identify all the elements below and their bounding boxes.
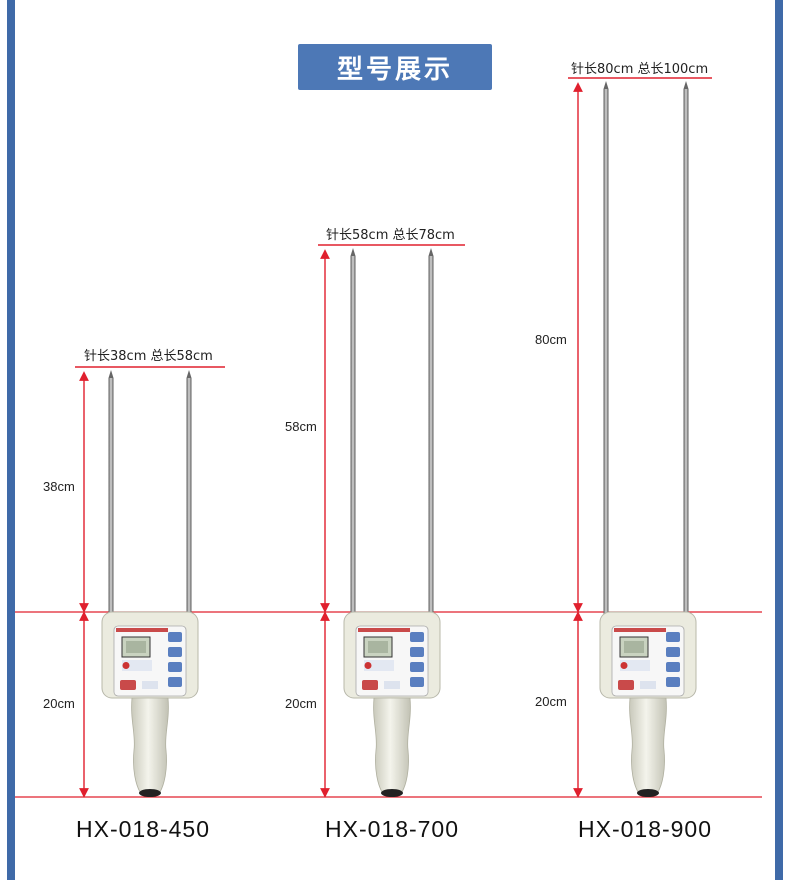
brand-logo: [620, 660, 650, 671]
power-key: [120, 680, 136, 690]
product-3-handle-label: 20cm: [535, 694, 567, 709]
meter-key: [168, 632, 182, 642]
probe-needle: [603, 89, 609, 620]
meter-key: [666, 647, 680, 657]
left-frame-bar: [7, 0, 15, 880]
instrument-3: [568, 77, 712, 798]
probe-needle: [108, 378, 114, 620]
product-2-needle-label: 58cm: [285, 419, 317, 434]
probe-needle: [350, 256, 356, 620]
probe-needle: [186, 378, 192, 620]
handle-end-cap: [139, 789, 161, 797]
devices: [75, 77, 712, 798]
needle-tip: [108, 370, 114, 378]
meter-key: [666, 677, 680, 687]
meter-key: [168, 677, 182, 687]
handle-end-cap: [637, 789, 659, 797]
brand-logo-mark: [122, 662, 130, 669]
brand-logo: [364, 660, 394, 671]
grip-handle: [629, 697, 667, 793]
product-3-needle-label: 80cm: [535, 332, 567, 347]
brand-logo-mark: [620, 662, 628, 669]
instrument-2: [318, 244, 465, 798]
product-2-model: HX-018-700: [325, 816, 460, 842]
meter-key: [666, 662, 680, 672]
probe-needle: [683, 89, 689, 620]
brand-logo-mark: [364, 662, 372, 669]
label-plate: [640, 681, 656, 689]
meter-key: [666, 632, 680, 642]
grip-handle: [373, 697, 411, 793]
meter-key: [168, 662, 182, 672]
product-1-handle-label: 20cm: [43, 696, 75, 711]
panel-header-strip: [614, 628, 666, 632]
grip-handle: [131, 697, 169, 793]
product-2-caption: 针长58cm 总长78cm: [326, 228, 455, 243]
needle-tip: [683, 81, 689, 89]
needle-tip: [428, 248, 434, 256]
panel-header-strip: [116, 628, 168, 632]
product-1-model: HX-018-450: [76, 816, 211, 842]
label-plate: [384, 681, 400, 689]
probe-needle: [428, 256, 434, 620]
meter-key: [168, 647, 182, 657]
meter-key: [410, 632, 424, 642]
needle-tip: [350, 248, 356, 256]
lcd-digits-area: [126, 641, 146, 653]
meter-key: [410, 677, 424, 687]
lcd-digits-area: [624, 641, 644, 653]
lcd-digits-area: [368, 641, 388, 653]
needle-tip: [603, 81, 609, 89]
power-key: [362, 680, 378, 690]
handle-end-cap: [381, 789, 403, 797]
product-2-handle-label: 20cm: [285, 696, 317, 711]
instrument-1: [75, 366, 225, 798]
panel-header-strip: [358, 628, 410, 632]
meter-key: [410, 647, 424, 657]
label-plate: [142, 681, 158, 689]
power-key: [618, 680, 634, 690]
product-1-caption: 针长38cm 总长58cm: [84, 349, 213, 364]
meter-key: [410, 662, 424, 672]
product-3-caption: 针长80cm 总长100cm: [571, 62, 709, 77]
product-1-needle-label: 38cm: [43, 479, 75, 494]
needle-tip: [186, 370, 192, 378]
brand-logo: [122, 660, 152, 671]
product-3-model: HX-018-900: [578, 816, 713, 842]
right-frame-bar: [775, 0, 783, 880]
page-title: 型号展示: [298, 44, 492, 90]
